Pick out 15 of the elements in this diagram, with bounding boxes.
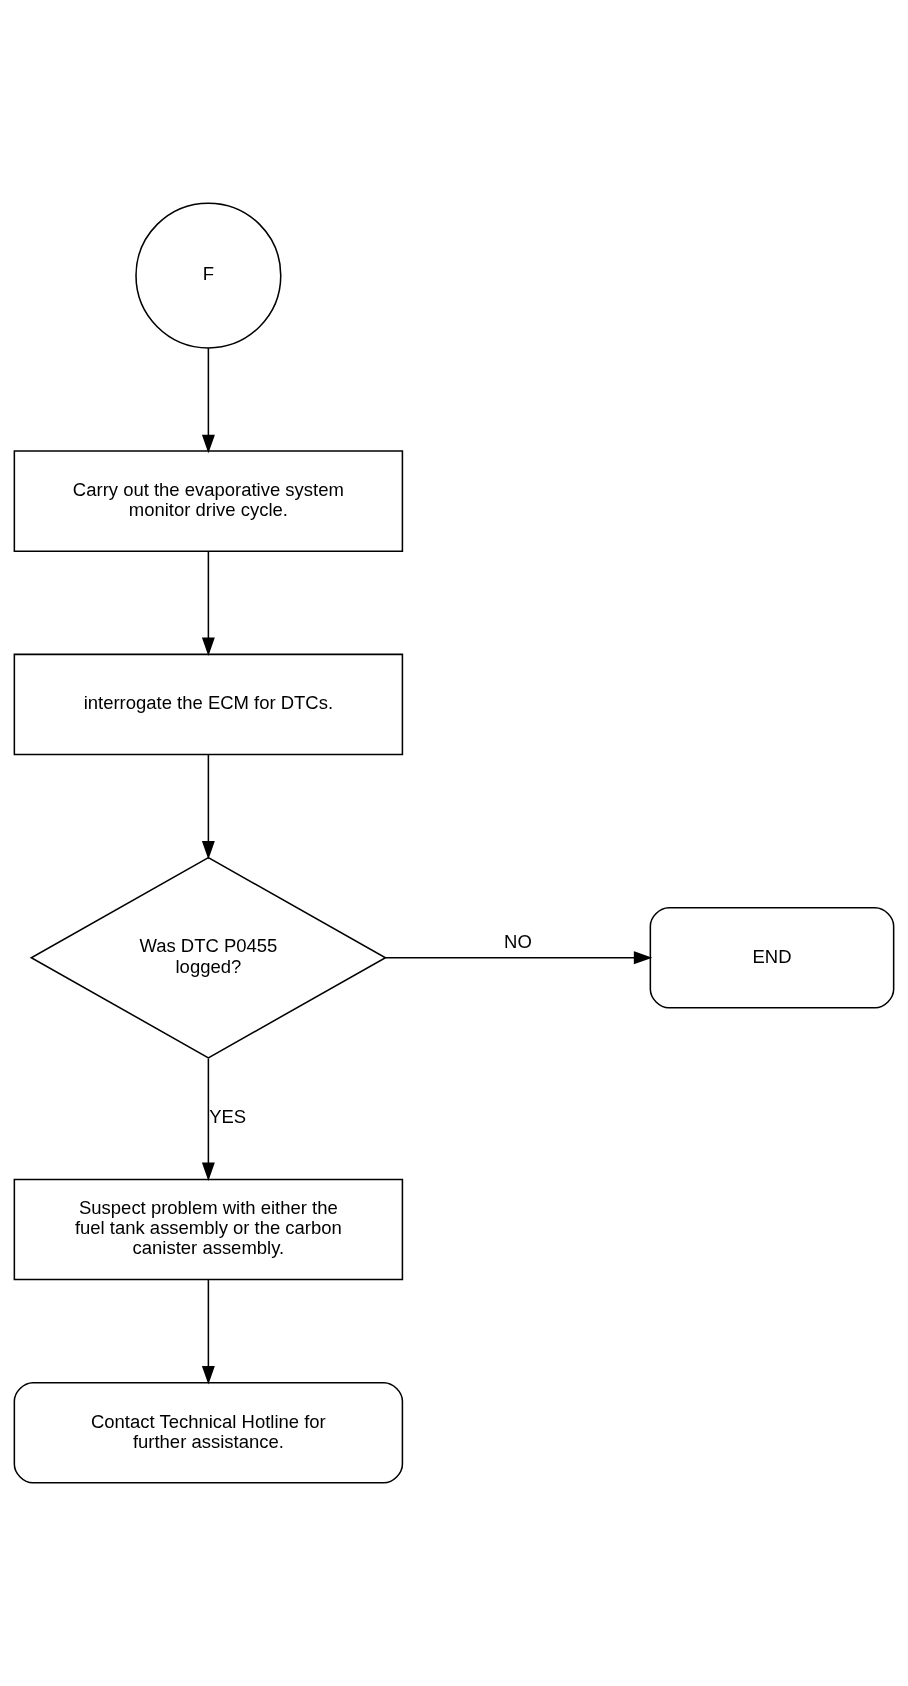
node-circle: F: [135, 202, 282, 349]
arrow: [201, 1279, 215, 1385]
node-box: END: [649, 906, 895, 1009]
edge-label: YES: [209, 1106, 247, 1128]
edge-label: NO: [504, 930, 532, 952]
arrow: [201, 1057, 215, 1182]
node-box: Contact Technical Hotline for further assistance.: [13, 1381, 404, 1484]
node-box: interrogate the ECM for DTCs.: [13, 653, 404, 756]
node-box: Carry out the evaporative system monitor drive cycle.: [13, 450, 404, 552]
arrow: [201, 550, 215, 657]
arrow: [201, 347, 215, 454]
node-diamond: Was DTC P0455 logged?: [29, 856, 388, 1059]
node-box: Suspect problem with either the fuel tank assembly or the carbon canister assembly.: [13, 1178, 404, 1281]
arrow: [384, 951, 653, 965]
arrow: [201, 754, 215, 860]
